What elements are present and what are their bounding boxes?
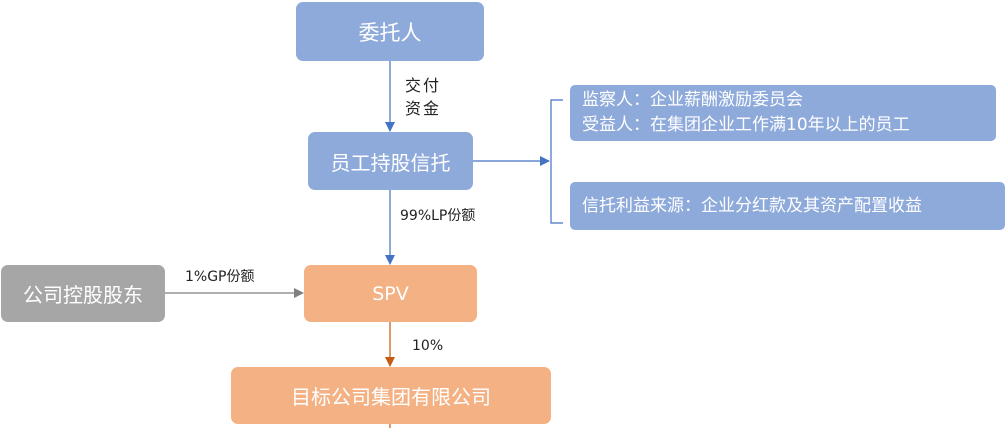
deliver-funds-label: 交付 资金 (405, 74, 441, 120)
spv-node: SPV (304, 265, 477, 322)
gp-share-label: 1%GP份额 (185, 269, 255, 285)
spv-label: SPV (372, 282, 409, 305)
employee-trust-node: 员工持股信托 (308, 132, 473, 190)
trustor-node: 委托人 (296, 2, 484, 61)
target-group-node: 目标公司集团有限公司 (231, 367, 551, 424)
lp-share-label: 99%LP份额 (400, 208, 476, 224)
trust-parties-box: 监察人：企业薪酬激励委员会 受益人：在集团企业工作满10年以上的员工 (570, 85, 996, 141)
ten-percent-label: 10% (412, 338, 444, 354)
supervisor-text: 监察人：企业薪酬激励委员会 (582, 90, 803, 110)
employee-trust-label: 员工持股信托 (330, 150, 451, 175)
trustor-label: 委托人 (358, 20, 422, 45)
deliver-funds-line1: 交付 (405, 76, 442, 95)
target-group-label: 目标公司集团有限公司 (291, 385, 491, 409)
income-source-box: 信托利益来源：企业分红款及其资产配置收益 (570, 182, 1005, 230)
deliver-funds-line2: 资金 (405, 99, 442, 118)
income-source-text: 信托利益来源：企业分红款及其资产配置收益 (582, 195, 922, 216)
holding-shareholder-node: 公司控股股东 (1, 265, 165, 322)
holding-shareholder-label: 公司控股股东 (23, 283, 143, 307)
info-bracket (550, 99, 563, 224)
beneficiary-text: 受益人：在集团企业工作满10年以上的员工 (582, 115, 910, 135)
